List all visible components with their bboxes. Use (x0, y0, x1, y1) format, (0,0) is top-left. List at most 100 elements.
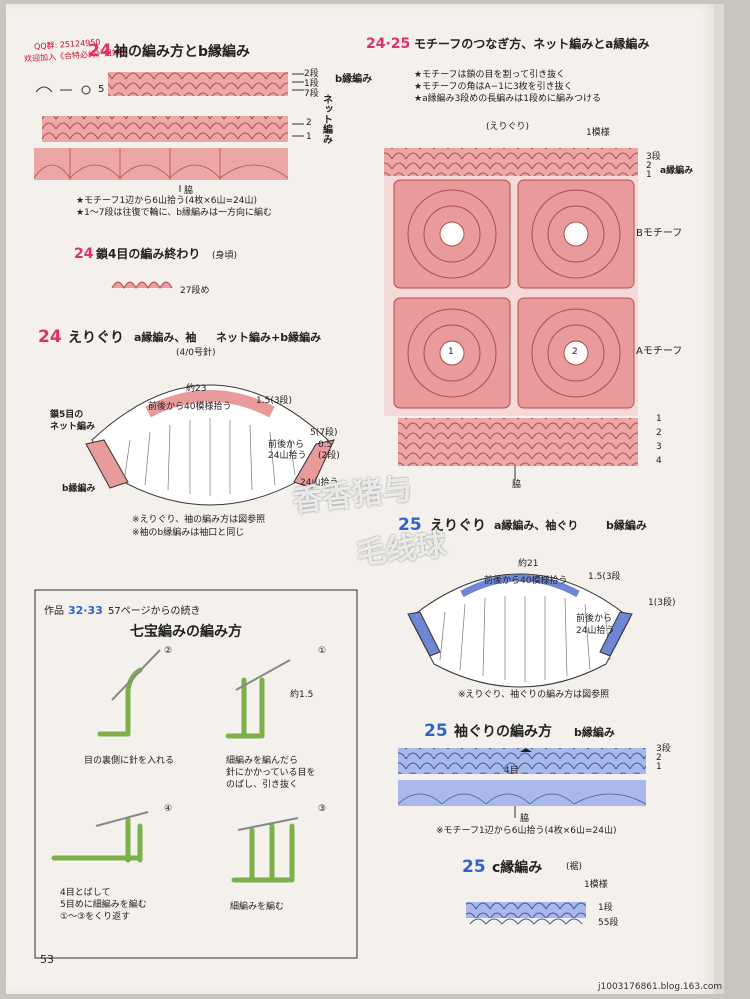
collar-r15-24: 1.5(3段) (256, 396, 293, 406)
section-24-collar-number: 24 (38, 327, 62, 347)
armhole-side: 脇 (520, 814, 530, 824)
motif-pattern: 1模様 (586, 128, 610, 138)
collar-note-2: ※袖のb縁編みは袖口と同じ (132, 528, 245, 538)
section-24-end-number: 24 (74, 246, 94, 262)
section-24-collar-title-c: ネット編み+b縁編み (216, 331, 322, 344)
collar-note-25: ※えりぐり、袖ぐりの編み方は図参照 (458, 690, 610, 700)
armhole-row-2: 2 (656, 753, 662, 763)
row-2b: 2 (306, 118, 312, 128)
section-24-number: 24 (88, 41, 112, 61)
collar-r05b: (2段) (318, 451, 340, 461)
row-27: 27段め (180, 286, 210, 296)
section-25-collar-title-a: えりぐり (430, 518, 486, 534)
works-note-4: のばし、引き抜く (226, 780, 299, 790)
c-edging-chart-25 (466, 902, 586, 925)
step-1: ① (318, 646, 327, 656)
c-pattern: 1模様 (584, 880, 608, 890)
works-note-2: 細編みを編んだら (226, 756, 299, 766)
motif-num-1: 1 (448, 347, 454, 357)
section-25-collar-title-c: b縁編み (606, 519, 647, 532)
works-title: 七宝編みの編み方 (130, 624, 242, 640)
collar-approx-24: 約23 (186, 384, 207, 394)
hook-size: (4/0号針) (176, 348, 216, 358)
motif-note-3: ★a縁編み3段めの長編みは1段めに編みつける (414, 94, 602, 104)
section-24-end-title: 鎖4目の編み終わり (96, 247, 201, 261)
step-3: ③ (318, 804, 327, 814)
motif-row-b1: 1 (656, 414, 662, 424)
motif-row-b2: 2 (656, 428, 662, 438)
motif-row-2: 2 (646, 161, 652, 171)
motif-a-edge: a縁編み (660, 166, 694, 176)
works-note-6: 4目とばして (60, 888, 111, 898)
works-note-8: ①〜③をくり返す (60, 912, 131, 922)
works-note-9: 細編みを編む (230, 902, 285, 912)
collar-r5: 5(7段) (310, 428, 338, 438)
works-label: 作品 (44, 606, 64, 617)
sleeve-note-2: ★1〜7段は往復で輪に、b縁編みは一方向に編む (76, 208, 272, 218)
motif-note-2: ★モチーフの角はA−1に3枚を引き抜く (414, 82, 573, 92)
armhole-row-1: 1 (656, 762, 662, 772)
motif-row-b4: 4 (656, 456, 662, 466)
label-b-edge: b縁編み (335, 74, 373, 85)
section-24-end-sub: (身頃) (212, 251, 238, 261)
section-25-armhole-title: 袖ぐりの編み方 (454, 724, 552, 740)
works-note-1: 目の裏側に針を入れる (84, 756, 175, 766)
motif-row-3: 3段 (646, 152, 661, 162)
section-24-title: 袖の編み方とb縁編み (114, 44, 251, 60)
step-4: ④ (164, 804, 173, 814)
armhole-note: ※モチーフ1辺から6山拾う(4枚×6山=24山) (436, 826, 617, 836)
source-url: j1003176861.blog.163.com (598, 982, 723, 992)
step-2: ② (164, 646, 173, 656)
row-2: 2段 (304, 69, 319, 79)
collar-r15-25: 1.5(3段 (588, 572, 621, 582)
sleeve-note-1: ★モチーフ1辺から6山拾う(4枚×6山=24山) (76, 196, 257, 206)
motif-chart-2425 (384, 148, 638, 480)
section-2425-title: モチーフのつなぎ方、ネット編みとa縁編み (414, 37, 650, 51)
wave-count: 5 (98, 84, 105, 95)
collar-note-1: ※えりぐり、袖の編み方は図参照 (132, 515, 266, 525)
motif-row-b3: 3 (656, 442, 662, 452)
collar-b-edge: b縁編み (62, 484, 96, 494)
stitch-illustrations (51, 667, 295, 883)
collar-ridges-24: 24山拾う (268, 451, 307, 461)
section-25-collar-title-b: a縁編み、袖ぐり (494, 519, 579, 532)
section-2425-number: 24·25 (366, 36, 411, 52)
works-note-5: 約1.5 (290, 690, 314, 700)
motif-side: 脇 (512, 480, 522, 490)
collar-pickup-25: 前後から40模様拾う (484, 576, 568, 586)
works-note-7: 5目めに細編みを編む (60, 900, 147, 910)
section-25-c-title: c縁編み (492, 860, 543, 876)
collar-front-back-25: 前後から (576, 614, 613, 624)
motif-b-label: Bモチーフ (636, 228, 683, 239)
collar-diagram-24 (85, 384, 335, 506)
works-box-frame (34, 589, 358, 959)
works-nums: 32·33 (68, 604, 103, 617)
sleeve-chart-24 (33, 72, 304, 192)
collar-ridges-24b: 24山拾う (300, 478, 339, 488)
collar-r05: 0.5 (318, 440, 333, 450)
row-1: 1段 (304, 79, 319, 89)
collar-front-back-24: 前後から (268, 440, 305, 450)
c-row-55: 55段 (598, 918, 619, 928)
works-note-3: 針にかかっている目を (226, 768, 316, 778)
motif-eri: (えりぐり) (486, 122, 530, 132)
page-number: 53 (40, 953, 54, 966)
armhole-chart-25 (397, 748, 647, 818)
collar-diagram-25 (407, 573, 633, 688)
motif-num-2: 2 (572, 347, 578, 357)
section-24-collar-title-a: えりぐり (68, 330, 124, 346)
label-net: ネット編み (320, 94, 332, 144)
end-wave-24 (111, 281, 173, 290)
left-label-1: 鎖5目の (50, 410, 84, 420)
collar-pickup-24: 前後から40模様拾う (148, 402, 232, 412)
motif-note-1: ★モチーフは鎖の目を割って引き抜く (414, 70, 566, 80)
section-25-armhole-number: 25 (424, 721, 448, 741)
motif-a-label: Aモチーフ (636, 346, 683, 357)
watermark-line-2: 毛线球 (354, 527, 448, 572)
row-7: 7段 (304, 89, 319, 99)
collar-approx-25: 約21 (518, 559, 539, 569)
armhole-eye: 4目 (504, 766, 519, 776)
collar-ridges-25: 24山拾う (576, 626, 615, 636)
